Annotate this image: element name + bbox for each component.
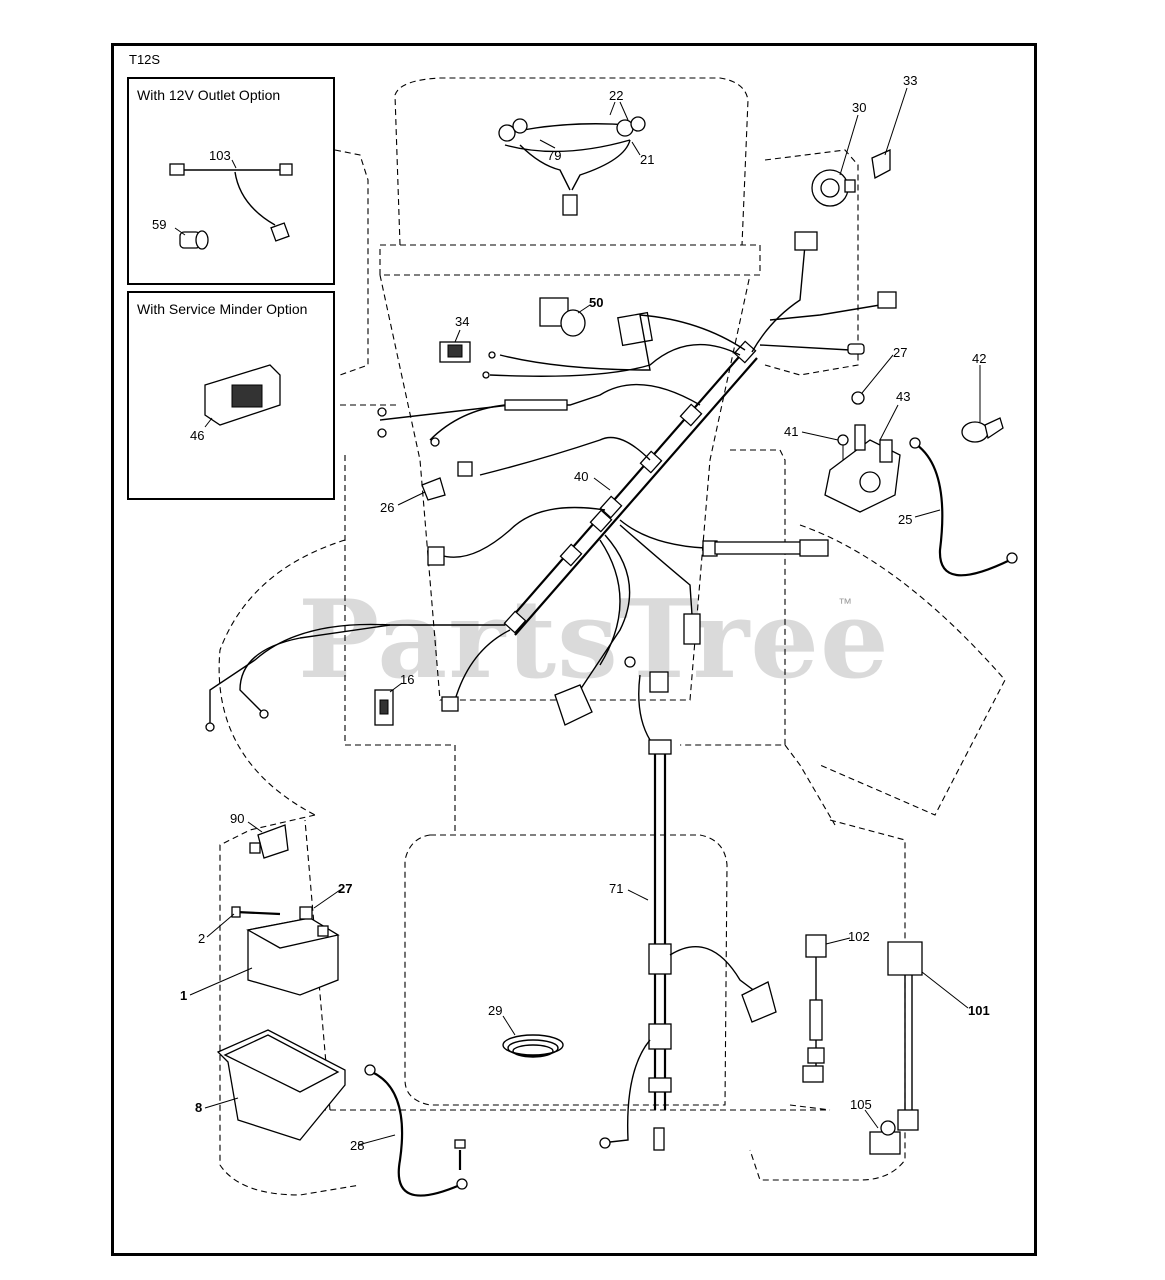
page-code: T12S [129,52,161,67]
callout-28: 28 [350,1138,364,1153]
callout-29: 29 [488,1003,502,1018]
part-42-plunger [961,417,1004,443]
inset-service-minder-title: With Service Minder Option [137,301,308,317]
tractor-outline [218,77,1006,1196]
part-8-tray [216,1029,346,1141]
callout-50: 50 [589,295,603,310]
callout-30: 30 [852,100,866,115]
part-bolt [454,1139,466,1170]
callout-16: 16 [400,672,414,687]
watermark: PartsTree [298,577,890,703]
inset-service-minder: With Service Minder Option [127,291,335,500]
callout-41: 41 [784,424,798,439]
part-28-cable [364,1064,468,1197]
callout-71: 71 [609,881,623,896]
part-27-nut [851,391,865,405]
callout-25: 25 [898,512,912,527]
callout-2: 2 [198,931,205,946]
part-50-switch [539,297,586,337]
part-29-wire-tie [502,1034,564,1058]
part-2-bolt [231,906,281,918]
part-41-screw [837,434,849,460]
callout-90: 90 [230,811,244,826]
callout-27-battery: 27 [338,881,352,896]
part-34-switch [439,341,471,363]
part-43-seat-switch [824,424,901,513]
part-22-headlights [498,116,646,216]
part-33-key [871,148,891,180]
callouts: 103 59 46 22 79 21 30 33 50 34 27 42 43 … [152,73,990,1153]
part-105-solenoid [869,1120,901,1155]
callout-22: 22 [609,88,623,103]
part-16-relay [374,689,394,726]
part-59-outlet [179,230,209,250]
part-46-service-minder [204,364,281,426]
callout-42: 42 [972,351,986,366]
part-label-decal [617,311,653,347]
callout-21: 21 [640,152,654,167]
leader-lines [174,87,981,1146]
part-25-cable [909,437,1018,577]
inset-12v-outlet: With 12V Outlet Option [127,77,335,285]
part-90-cover [249,824,289,859]
callout-102: 102 [848,929,870,944]
part-101-switch [887,941,923,1131]
callout-79: 79 [547,148,561,163]
callout-33: 33 [903,73,917,88]
part-30-ignition-switch [811,169,856,207]
part-1-battery [246,917,340,996]
part-103-harness [169,163,293,242]
part-27-nut-battery [299,906,313,920]
inset-12v-outlet-title: With 12V Outlet Option [137,87,281,103]
callout-1: 1 [180,988,187,1003]
watermark-tm: ™ [838,595,852,611]
callout-40: 40 [574,469,588,484]
callout-105: 105 [850,1097,872,1112]
part-26-fuse [421,477,446,501]
callout-8: 8 [195,1100,202,1115]
callout-103: 103 [209,148,231,163]
callout-101: 101 [968,1003,990,1018]
callout-46: 46 [190,428,204,443]
callout-26: 26 [380,500,394,515]
callout-27-top: 27 [893,345,907,360]
callout-43: 43 [896,389,910,404]
part-40-main-harness [205,231,897,732]
callout-59: 59 [152,217,166,232]
callout-34: 34 [455,314,469,329]
part-71-harness [599,656,777,1151]
part-102-switch [802,934,827,1083]
